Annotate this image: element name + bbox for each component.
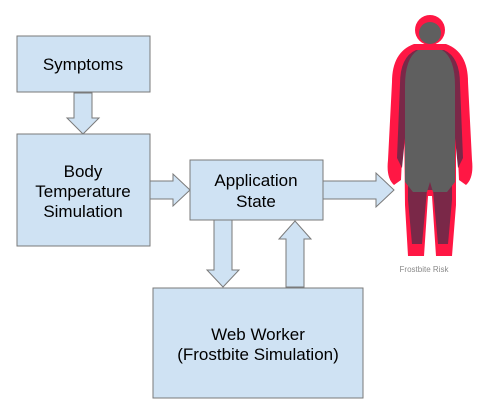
symptoms-box: Symptoms [16, 35, 151, 93]
app-state-label-line-1: Application [214, 171, 297, 190]
arrow-web-worker-to-app-state [277, 220, 313, 288]
body-temperature-simulation-box: Body Temperature Simulation [16, 133, 151, 247]
body-temp-label-line-1: Body [64, 162, 103, 181]
web-worker-label-line-2: (Frostbite Simulation) [177, 345, 339, 364]
arrow-app-state-to-web-worker [205, 219, 241, 288]
arrow-symptoms-to-body-temp [65, 92, 101, 135]
body-temp-label-line-2: Temperature [35, 182, 130, 201]
web-worker-label-line-1: Web Worker [211, 325, 305, 344]
web-worker-box: Web Worker (Frostbite Simulation) [152, 287, 364, 399]
frostbite-risk-caption: Frostbite Risk [400, 265, 450, 274]
frostbite-figure [387, 15, 473, 256]
body-temp-label-line-3: Simulation [43, 202, 122, 221]
application-state-box: Application State [189, 159, 324, 221]
app-state-label-line-2: State [236, 192, 276, 211]
arrow-body-temp-to-app-state [149, 172, 191, 208]
body-core [405, 22, 455, 192]
symptoms-label: Symptoms [43, 55, 123, 74]
arrow-app-state-to-figure [322, 171, 395, 209]
